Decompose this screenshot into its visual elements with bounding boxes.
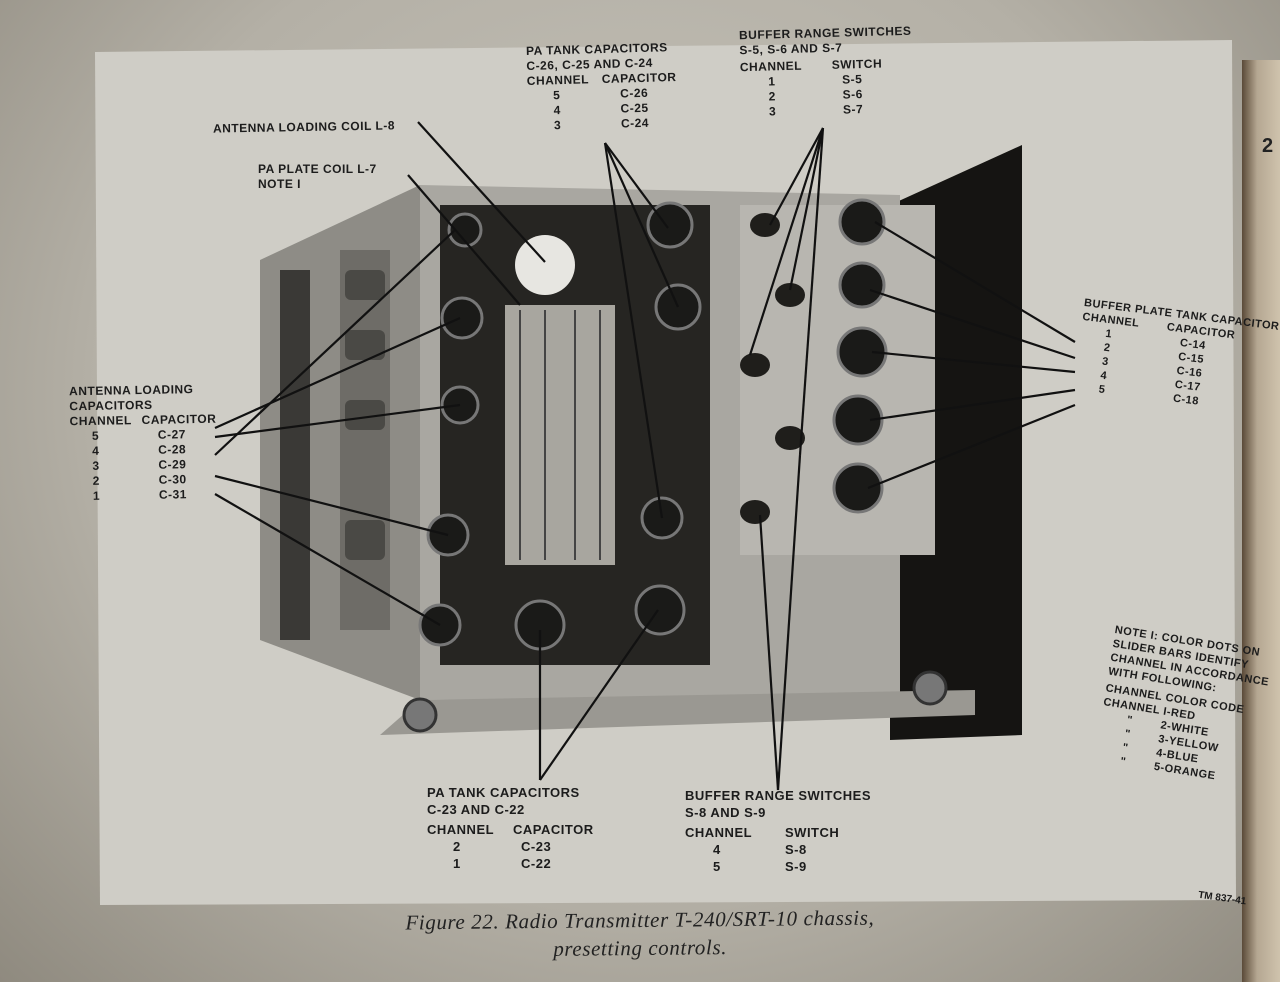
header: CHANNEL [427, 822, 495, 837]
cell: S-5 [842, 72, 863, 87]
label-buffer-range-bottom: BUFFER RANGE SWITCHES S-8 AND S-9 CHANNE… [685, 787, 871, 875]
cell: 5 [713, 859, 721, 874]
header: CHANNEL [685, 825, 753, 840]
pa-plate-coil-title: PA PLATE COIL L-7 [258, 162, 377, 176]
label-antenna-loading-coil: ANTENNA LOADING COIL L-8 [212, 118, 396, 136]
cell: S-6 [842, 87, 863, 102]
cell: C-31 [158, 487, 188, 502]
cell: 5 [91, 428, 100, 443]
cell: 4 [713, 842, 721, 857]
cell: C-27 [157, 427, 186, 442]
page-number: 2 [1262, 135, 1274, 157]
label-pa-tank-top: PA TANK CAPACITORS C-26, C-25 AND C-24 C… [526, 40, 678, 134]
pa-plate-coil-note: NOTE I [258, 177, 302, 191]
header: CAPACITOR [513, 822, 594, 837]
title: PA TANK CAPACITORS [427, 785, 580, 800]
label-pa-plate-coil: PA PLATE COIL L-7 NOTE I [258, 162, 377, 192]
cell: 3 [553, 118, 562, 133]
title: C-23 AND C-22 [427, 802, 525, 817]
cell: C-18 [1172, 392, 1200, 408]
note-color-code: NOTE I: COLOR DOTS ON SLIDER BARS IDENTI… [1094, 623, 1275, 789]
cell: C-24 [620, 115, 650, 131]
cell: C-23 [521, 839, 552, 854]
cell: S-7 [842, 102, 864, 117]
cell: 3 [768, 104, 777, 119]
cell: C-22 [521, 856, 552, 871]
cell: C-26 [619, 85, 649, 101]
title: BUFFER RANGE SWITCHES [685, 788, 871, 803]
title: S-5, S-6 AND S-7 [739, 40, 843, 58]
cell: C-29 [158, 457, 187, 472]
cell: 4 [92, 443, 100, 458]
label-buffer-range-top: BUFFER RANGE SWITCHES S-5, S-6 AND S-7 C… [739, 24, 914, 120]
cell: C-30 [158, 472, 187, 487]
leader-lines [214, 121, 1076, 791]
header: CHANNEL [69, 413, 132, 429]
header: SWITCH [831, 56, 883, 72]
cell: 3 [92, 458, 100, 473]
next-page-edge [1242, 60, 1280, 982]
cell: S-8 [785, 842, 807, 857]
label-pa-tank-bottom: PA TANK CAPACITORS C-23 AND C-22 CHANNEL… [427, 784, 594, 872]
header: CAPACITOR [601, 70, 677, 86]
cell: 1 [453, 856, 461, 871]
cell: C-28 [157, 442, 187, 457]
cell: 2 [453, 839, 461, 854]
cell: 1 [92, 488, 101, 503]
header: CAPACITOR [141, 411, 217, 428]
title: S-8 AND S-9 [685, 805, 766, 820]
cell: 2 [92, 473, 100, 488]
cell: S-9 [785, 859, 807, 874]
cell: C-25 [620, 100, 649, 116]
header: SWITCH [785, 825, 840, 840]
